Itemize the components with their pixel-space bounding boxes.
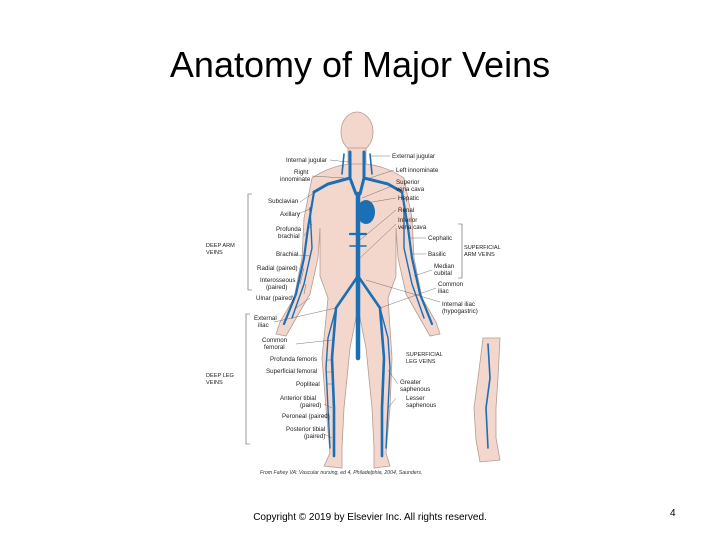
label-common-iliac-b: iliac	[438, 288, 449, 295]
label-femoral: femoral	[264, 344, 285, 351]
label-subclavian: Subclavian	[268, 198, 299, 205]
figure-credit: From Fahey VA: Vascular nursing, ed 4, P…	[260, 470, 422, 476]
label-external: External	[254, 315, 277, 322]
group-deep-arm-line2: VEINS	[206, 250, 223, 256]
label-superficial-femoral: Superficial femoral	[266, 368, 317, 375]
slide-title: Anatomy of Major Veins	[169, 44, 551, 85]
label-median: Median	[434, 263, 455, 270]
label-common: Common	[262, 337, 288, 344]
group-deep-leg-line2: VEINS	[206, 380, 223, 386]
label-brachial: Brachial	[276, 251, 298, 258]
label-lesser-saphenous: saphenous	[406, 402, 436, 409]
label-inferior: Inferior	[398, 217, 417, 224]
group-superficial-arm-line2: ARM VEINS	[464, 252, 495, 258]
veins-diagram: Internal jugular Right innominate Subcla…	[200, 108, 510, 483]
label-cubital: cubital	[434, 270, 452, 277]
group-deep-arm-line1: DEEP ARM	[206, 243, 235, 249]
label-left-innominate: Left innominate	[396, 167, 439, 174]
label-posterior-tibial-paired: (paired)	[304, 433, 325, 440]
group-superficial-arm-line1: SUPERFICIAL	[464, 245, 501, 251]
label-greater-saphenous: saphenous	[400, 386, 430, 393]
right-labels: External jugular Left innominate Superio…	[392, 153, 478, 409]
label-cephalic: Cephalic	[428, 235, 452, 242]
label-iliac: iliac	[258, 322, 269, 329]
left-labels: Internal jugular Right innominate Subcla…	[254, 157, 330, 440]
label-lesser: Lesser	[406, 395, 425, 402]
label-brachial-a: brachial	[278, 233, 300, 240]
label-radial: Radial (paired)	[257, 265, 298, 272]
group-brackets	[245, 193, 463, 445]
label-anterior-tibial-paired: (paired)	[300, 402, 321, 409]
label-ulnar: Ulnar (paired)	[256, 295, 294, 302]
label-popliteal: Popliteal	[296, 381, 320, 388]
label-renal: Renal	[398, 207, 414, 214]
group-deep-leg-line1: DEEP LEG	[206, 373, 234, 379]
label-vena-cava-inferior: vena cava	[398, 224, 427, 231]
veins-illustration: Internal jugular Right innominate Subcla…	[206, 111, 501, 476]
label-interosseous-paired: (paired)	[266, 284, 287, 291]
label-interosseous: Interosseous	[260, 277, 295, 284]
group-labels: DEEP ARM VEINS SUPERFICIAL ARM VEINS DEE…	[206, 243, 501, 386]
label-profunda: Profunda	[276, 226, 302, 233]
label-axillary: Axillary	[280, 211, 301, 218]
label-superior: Superior	[396, 179, 419, 186]
copyright-notice: Copyright © 2019 by Elsevier Inc. All ri…	[253, 512, 487, 523]
label-vena-cava-superior: vena cava	[396, 186, 425, 193]
label-basilic: Basilic	[428, 251, 446, 258]
label-right: Right	[294, 169, 309, 176]
label-anterior-tibial: Anterior tibial	[280, 395, 316, 402]
label-external-jugular: External jugular	[392, 153, 435, 160]
page-number: 4	[670, 508, 676, 519]
label-posterior-tibial: Posterior tibial	[286, 426, 325, 433]
label-profunda-femoris: Profunda femoris	[270, 356, 317, 363]
label-innominate: innominate	[280, 176, 311, 183]
label-hypogastric: (hypogastric)	[442, 308, 478, 315]
leader-lines	[273, 155, 441, 439]
label-peroneal: Peroneal (paired)	[282, 413, 330, 420]
label-common-iliac-a: Common	[438, 281, 464, 288]
label-internal-jugular: Internal jugular	[286, 157, 327, 164]
label-internal-iliac: Internal iliac	[442, 301, 475, 308]
label-greater: Greater	[400, 379, 421, 386]
vein-network	[282, 150, 491, 458]
label-hepatic: Hepatic	[398, 195, 419, 202]
group-superficial-leg-line2: LEG VEINS	[406, 359, 436, 365]
group-superficial-leg-line1: SUPERFICIAL	[406, 352, 443, 358]
